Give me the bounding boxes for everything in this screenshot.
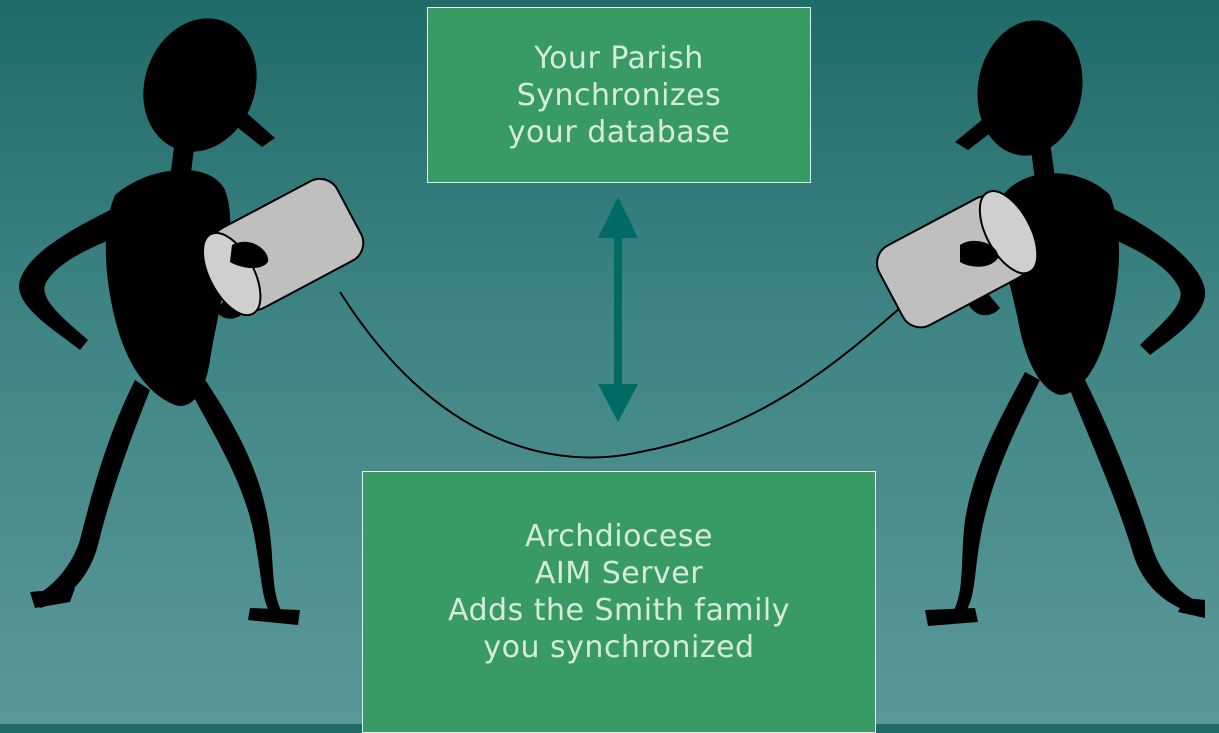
parish-box-line-2: Synchronizes bbox=[516, 77, 722, 113]
double-headed-arrow-icon bbox=[598, 197, 638, 422]
string-line bbox=[339, 291, 901, 459]
archdiocese-box-line-2: AIM Server bbox=[534, 556, 704, 591]
archdiocese-server-box: Archdiocese AIM Server Adds the Smith fa… bbox=[362, 471, 876, 733]
archdiocese-box-line-4: you synchronized bbox=[483, 630, 755, 665]
parish-sync-box: Your Parish Synchronizes your database bbox=[427, 7, 811, 183]
right-figure-icon bbox=[876, 20, 1206, 626]
left-figure-icon bbox=[19, 18, 365, 625]
archdiocese-box-line-3: Adds the Smith family bbox=[447, 593, 791, 628]
parish-box-line-1: Your Parish bbox=[534, 40, 704, 76]
archdiocese-box-line-1: Archdiocese bbox=[525, 519, 713, 554]
parish-box-line-3: your database bbox=[507, 114, 731, 150]
